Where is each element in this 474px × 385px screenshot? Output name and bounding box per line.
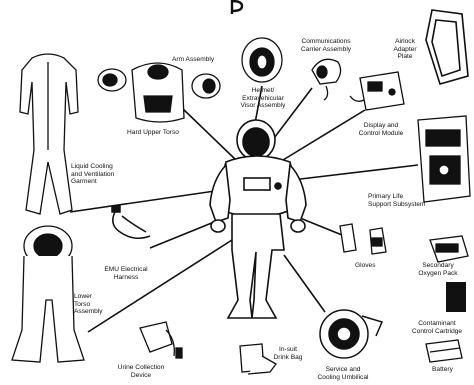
leader-umbilical xyxy=(284,255,325,312)
label-battery: Battery xyxy=(432,366,453,374)
label-airlock-adapter-plate: Airlock Adapter Plate xyxy=(384,38,426,61)
plss-illustration xyxy=(418,116,470,202)
label-helmet-evva: Helmet/ Extravehicular Visor Assembly xyxy=(233,87,293,110)
urine-device-illustration xyxy=(140,322,182,358)
hut-illustration xyxy=(98,63,220,122)
leader-gloves xyxy=(300,218,342,235)
leader-plss xyxy=(292,165,418,180)
label-drink-bag: In-suit Drink Bag xyxy=(268,346,308,361)
battery-illustration xyxy=(426,340,462,362)
cartridge-illustration xyxy=(446,282,466,312)
label-plss: Primary Life Support Subsystem xyxy=(368,193,426,208)
label-urine-collection: Urine Collection Device xyxy=(110,364,172,379)
gloves-illustration xyxy=(340,224,386,254)
suit-visor xyxy=(243,128,269,156)
label-hard-upper-torso: Hard Upper Torso xyxy=(118,129,188,137)
helmet-illustration xyxy=(242,38,282,82)
label-service-umbilical: Service and Cooling Umbilical xyxy=(312,366,374,381)
label-arm-assembly: Arm Assembly xyxy=(172,56,214,64)
suit-right-arm xyxy=(286,165,306,222)
umbilical-illustration xyxy=(320,310,382,358)
label-display-control-module: Display and Control Module xyxy=(350,122,412,137)
label-secondary-oxygen-pack: Secondary Oxygen Pack xyxy=(412,262,464,277)
leader-lcvg xyxy=(70,190,222,212)
label-gloves: Gloves xyxy=(355,262,376,270)
lcvg-illustration xyxy=(20,54,78,214)
comm-carrier-illustration xyxy=(312,59,341,100)
sop-illustration xyxy=(430,236,468,262)
title-fragment xyxy=(232,0,242,14)
suit-right-glove xyxy=(291,220,305,232)
label-lower-torso: Lower Torso Assembly xyxy=(74,293,103,316)
suit-lower xyxy=(228,214,284,318)
label-communications-carrier: Communications Carrier Assembly xyxy=(291,38,361,53)
harness-illustration xyxy=(112,206,150,238)
airlock-plate-illustration xyxy=(426,10,468,84)
label-lcvg: Liquid Cooling and Ventilation Garment xyxy=(71,163,114,186)
leader-arm xyxy=(182,108,236,160)
label-contaminant-cartridge: Contaminant Control Cartridge xyxy=(400,320,474,335)
suit-dcm-knob xyxy=(275,183,281,189)
suit-left-glove xyxy=(211,220,225,232)
leader-lower-torso xyxy=(88,240,232,332)
dcm-illustration xyxy=(350,72,404,110)
label-emu-harness: EMU Electrical Harness xyxy=(98,266,154,281)
suit-dcm xyxy=(244,178,270,190)
suit-left-arm xyxy=(210,165,230,222)
